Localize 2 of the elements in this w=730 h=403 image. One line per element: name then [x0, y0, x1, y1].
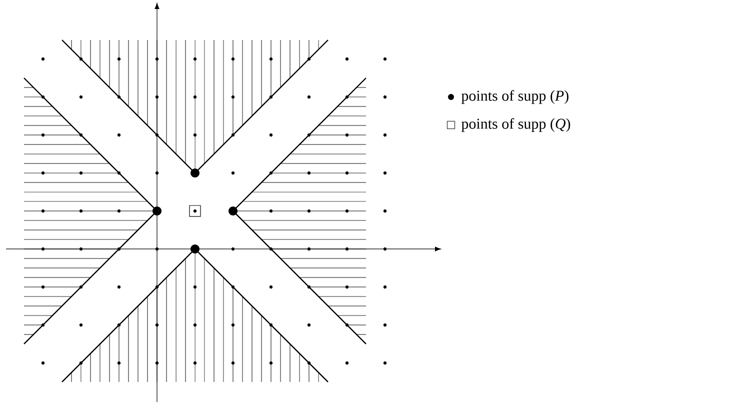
legend-entry: points of supp (P): [448, 90, 568, 104]
legend-entry: points of supp (Q): [446, 118, 570, 132]
